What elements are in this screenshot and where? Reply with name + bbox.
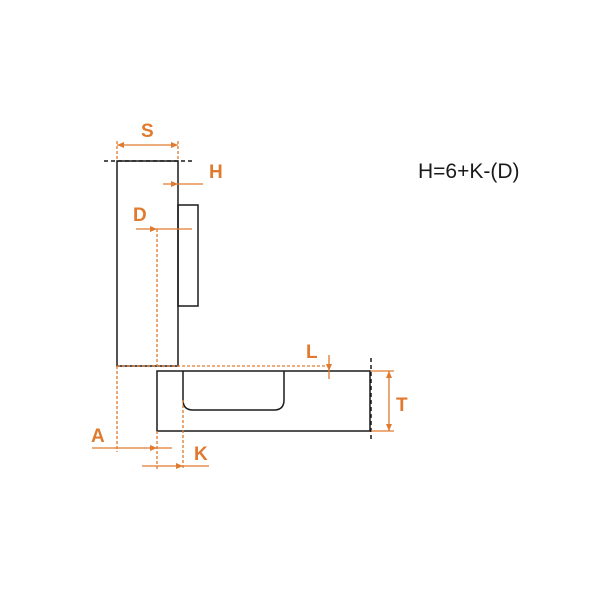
l-arrow [326, 364, 332, 371]
hinge-cup-recess [182, 371, 285, 411]
label-d: D [133, 205, 147, 226]
s-arrow-left [117, 142, 124, 148]
door-panel [116, 160, 179, 367]
t-arrow-bottom [386, 424, 392, 431]
t-arrow-top [386, 371, 392, 378]
reference-lines [104, 160, 372, 442]
label-k: K [194, 444, 208, 465]
arrowheads [117, 142, 392, 469]
s-arrow-right [171, 142, 178, 148]
label-l: L [306, 342, 318, 363]
label-a: A [91, 426, 105, 447]
label-h: H [209, 162, 223, 183]
formula-text: H=6+K-(D) [418, 160, 520, 183]
dimension-lines [92, 141, 394, 470]
a-arrow [150, 445, 157, 451]
h-arrow [171, 181, 178, 187]
label-t: T [396, 395, 408, 416]
label-s: S [141, 121, 154, 142]
hinge-arm [177, 204, 199, 307]
dimension-labels: S H D L T A K [91, 121, 408, 465]
k-arrow [176, 463, 183, 469]
cabinet-side-panel [156, 370, 371, 432]
d-arrow [150, 226, 157, 232]
part-outlines [116, 160, 371, 432]
